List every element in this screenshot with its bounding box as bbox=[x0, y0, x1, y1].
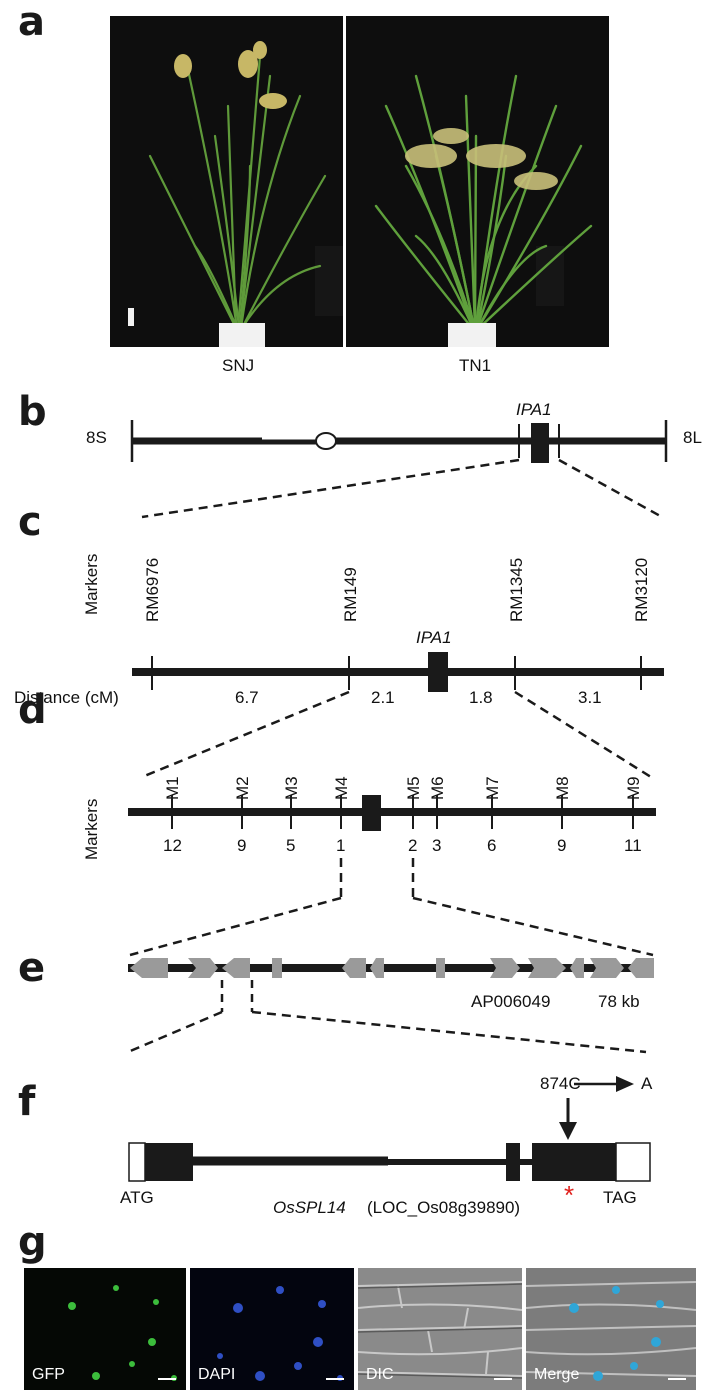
d-recomb-m1: 12 bbox=[163, 836, 182, 855]
merge-scale-bar bbox=[668, 1378, 686, 1380]
gene-arrow-9 bbox=[528, 958, 566, 978]
dic-label: DIC bbox=[366, 1366, 394, 1383]
dapi-label: DAPI bbox=[198, 1366, 236, 1383]
b-gene-label: IPA1 bbox=[516, 400, 552, 419]
panel-d-fine-map bbox=[128, 795, 656, 957]
d-recomb-m3: 5 bbox=[286, 836, 296, 855]
panel-label-b: b bbox=[18, 389, 47, 435]
panel-label-a: a bbox=[18, 0, 45, 45]
dapi-scale-bar bbox=[326, 1378, 344, 1380]
tn1-plant-photo bbox=[346, 16, 609, 347]
e-size-label: 78 kb bbox=[598, 992, 640, 1011]
merge-cells bbox=[526, 1281, 696, 1381]
gene-arrow-10 bbox=[570, 958, 584, 978]
d-recomb-m5: 2 bbox=[408, 836, 418, 855]
gene-arrow-7 bbox=[436, 958, 445, 978]
panel-label-g: g bbox=[18, 1219, 47, 1265]
f-start-codon: ATG bbox=[120, 1188, 154, 1207]
chromosome-long-arm-label: 8L bbox=[683, 428, 702, 447]
panel-label-c: c bbox=[18, 499, 42, 545]
gene-arrow-6 bbox=[370, 958, 384, 978]
chromosome-short-arm-label: 8S bbox=[86, 428, 107, 447]
merge-label: Merge bbox=[534, 1366, 580, 1383]
f-gene-name: OsSPL14 bbox=[273, 1198, 346, 1217]
panel-e-genomic-region bbox=[127, 958, 654, 1054]
gene-arrow-4 bbox=[272, 958, 282, 978]
tn1-plant-drawing bbox=[346, 16, 609, 347]
f-stop-codon: TAG bbox=[603, 1188, 637, 1207]
gene-arrow-8 bbox=[490, 958, 520, 978]
dapi-micrograph: DAPI bbox=[190, 1268, 354, 1390]
panel-c-linkage-map bbox=[132, 652, 664, 779]
d-recomb-m2: 9 bbox=[237, 836, 247, 855]
gfp-scale-bar bbox=[158, 1378, 176, 1380]
snj-plant-drawing bbox=[110, 16, 343, 347]
dic-cells bbox=[358, 1281, 522, 1379]
e-accession-label: AP006049 bbox=[471, 992, 551, 1011]
gfp-micrograph: GFP bbox=[24, 1268, 186, 1390]
panel-f-gene-structure bbox=[128, 1076, 651, 1182]
gene-arrow-2 bbox=[188, 958, 218, 978]
snj-plant-photo bbox=[110, 16, 343, 347]
gene-arrow-1 bbox=[130, 958, 168, 978]
c-distance-1: 6.7 bbox=[235, 688, 259, 707]
c-distance-title: Distance (cM) bbox=[14, 688, 119, 707]
f-locus-id: (LOC_Os08g39890) bbox=[367, 1198, 521, 1217]
panel-b-chromosome bbox=[130, 420, 668, 519]
gene-arrow-11 bbox=[590, 958, 624, 978]
tn1-caption: TN1 bbox=[459, 356, 492, 375]
gene-arrow-5 bbox=[342, 958, 366, 978]
dic-scale-bar bbox=[494, 1378, 512, 1380]
f-mutation-asterisk: * bbox=[564, 1180, 575, 1210]
d-recomb-m7: 6 bbox=[487, 836, 497, 855]
gene-arrow-12 bbox=[628, 958, 654, 978]
c-distance-2: 2.1 bbox=[371, 688, 395, 707]
merge-micrograph: Merge bbox=[526, 1268, 696, 1390]
panel-label-f: f bbox=[18, 1079, 36, 1125]
gene-arrow-3 bbox=[222, 958, 250, 978]
d-recomb-m6: 3 bbox=[432, 836, 442, 855]
f-mutation-from: 874C bbox=[540, 1074, 581, 1093]
snj-caption: SNJ bbox=[222, 356, 255, 375]
c-distance-3: 1.8 bbox=[469, 688, 493, 707]
d-recomb-m4: 1 bbox=[336, 836, 346, 855]
gfp-label: GFP bbox=[32, 1366, 65, 1383]
panel-label-e: e bbox=[18, 945, 46, 991]
f-mutation-to: A bbox=[641, 1074, 653, 1093]
c-gene-label: IPA1 bbox=[416, 628, 452, 647]
dic-micrograph: DIC bbox=[358, 1268, 522, 1390]
d-recomb-m9: 11 bbox=[624, 836, 642, 855]
d-recomb-m8: 9 bbox=[557, 836, 567, 855]
panel-label-d: d bbox=[18, 687, 47, 733]
c-distance-4: 3.1 bbox=[578, 688, 602, 707]
